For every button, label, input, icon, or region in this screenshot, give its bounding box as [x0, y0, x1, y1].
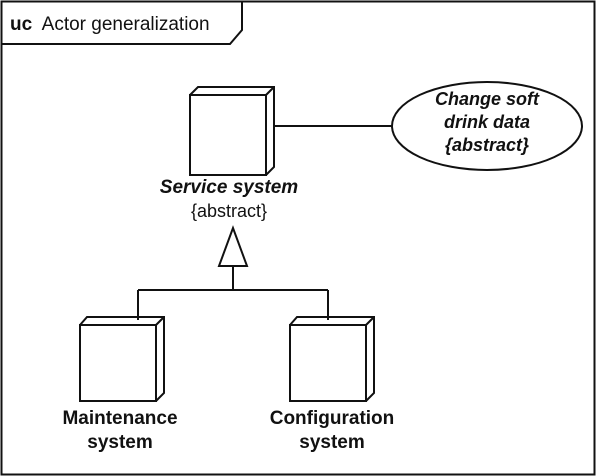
use-case-label-line3: {abstract} [445, 135, 529, 155]
actor-configuration-line1: Configuration [270, 408, 395, 429]
actor-maintenance-system[interactable] [79, 316, 165, 402]
generalization-arrowhead [217, 225, 249, 267]
frame-name-tab [1, 1, 243, 45]
actor-configuration-line2: system [299, 432, 365, 453]
actor-box-front [189, 94, 267, 176]
use-case-ellipse [391, 81, 583, 171]
actor-box-edge [155, 316, 165, 326]
actor-box-edge [365, 316, 375, 326]
actor-maintenance-line2: system [87, 432, 153, 453]
actor-box-front [79, 324, 157, 402]
use-case-label-line1: Change soft [435, 89, 540, 109]
frame-title: uc Actor generalization [10, 14, 210, 35]
use-case-change-soft-drink-data[interactable] [391, 81, 583, 171]
actor-configuration-system[interactable] [289, 316, 375, 402]
use-case-label-line2: drink data [444, 112, 530, 132]
actor-service-system[interactable] [189, 86, 275, 176]
actor-box-edge [265, 86, 275, 96]
actor-maintenance-line1: Maintenance [62, 408, 177, 429]
actor-service-name: Service system [160, 177, 298, 198]
actor-service-constraint: {abstract} [191, 201, 267, 221]
actor-box-front [289, 324, 367, 402]
